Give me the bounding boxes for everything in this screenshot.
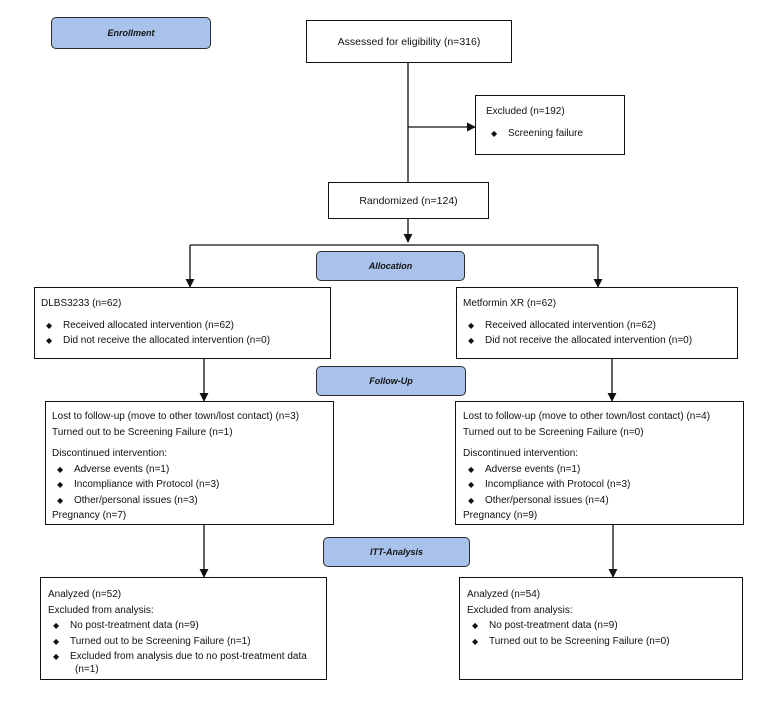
- list-item-text: Turned out to be Screening Failure (n=0): [489, 635, 670, 647]
- arm1-followup-box: Lost to follow-up (move to other town/lo…: [45, 401, 334, 525]
- excluded-box: Excluded (n=192) ◆ Screening failure: [475, 95, 625, 155]
- bullet-icon: ◆: [468, 320, 475, 330]
- bullet-icon: ◆: [46, 336, 53, 345]
- list-item: ◆ Adverse events (n=1): [52, 462, 333, 478]
- bullet-icon: ◆: [468, 495, 475, 505]
- bullet-icon: ◆: [53, 621, 60, 630]
- list-item-text: Incompliance with Protocol (n=3): [485, 479, 631, 490]
- list-item-text: Incompliance with Protocol (n=3): [74, 479, 220, 490]
- arm2-followup-box: Lost to follow-up (move to other town/lo…: [455, 401, 744, 525]
- stage-enrollment-label: Enrollment: [107, 28, 155, 38]
- arm1-followup-lost: Lost to follow-up (move to other town/lo…: [52, 411, 300, 422]
- arm1-analysis-box: Analyzed (n=52) Excluded from analysis: …: [40, 577, 327, 680]
- arm2-allocation-title: Metformin XR (n=62): [463, 298, 557, 309]
- stage-enrollment: Enrollment: [51, 17, 211, 49]
- arm2-followup-screen-fail: Turned out to be Screening Failure (n=0): [463, 426, 644, 438]
- bullet-icon: ◆: [57, 464, 64, 474]
- list-item-text: No post-treatment data (n=9): [70, 620, 199, 631]
- arm1-discontinued-label: Discontinued intervention:: [52, 448, 168, 459]
- randomized-text: Randomized (n=124): [359, 194, 458, 207]
- list-item: ◆ Received allocated intervention (n=62): [41, 318, 330, 334]
- list-item-text: Did not receive the allocated interventi…: [63, 335, 271, 346]
- stage-analysis-label: ITT-Analysis: [369, 547, 423, 557]
- list-item-text: Received allocated intervention (n=62): [485, 319, 656, 331]
- bullet-icon: ◆: [53, 652, 60, 661]
- list-item: ◆ Did not receive the allocated interven…: [41, 333, 330, 349]
- arm2-followup-lost: Lost to follow-up (move to other town/lo…: [463, 411, 711, 422]
- list-item-text: Did not receive the allocated interventi…: [485, 335, 693, 346]
- arm2-pregnancy: Pregnancy (n=9): [463, 510, 538, 521]
- list-item: ◆ Other/personal issues (n=3): [52, 493, 333, 509]
- stage-allocation-label: Allocation: [368, 261, 413, 271]
- arm1-followup-screen-fail: Turned out to be Screening Failure (n=1): [52, 426, 233, 438]
- list-item-text: Other/personal issues (n=4): [485, 494, 609, 506]
- stage-followup: Follow-Up: [316, 366, 466, 396]
- bullet-icon: ◆: [472, 621, 479, 630]
- list-item: ◆ Incompliance with Protocol (n=3): [463, 477, 743, 493]
- stage-followup-label: Follow-Up: [369, 376, 413, 386]
- arm1-allocation-title: DLBS3233 (n=62): [41, 298, 122, 309]
- arm2-analyzed: Analyzed (n=54): [467, 589, 541, 600]
- excluded-title: Excluded (n=192): [486, 106, 565, 117]
- list-item-text: Excluded from analysis due to no post-tr…: [70, 651, 307, 662]
- list-item: ◆ Did not receive the allocated interven…: [463, 333, 737, 349]
- assessed-text: Assessed for eligibility (n=316): [337, 35, 481, 48]
- list-item-text: Adverse events (n=1): [485, 463, 581, 475]
- list-item: ◆ Excluded from analysis due to no post-…: [48, 649, 326, 665]
- bullet-icon: ◆: [468, 464, 475, 474]
- list-item: ◆ Turned out to be Screening Failure (n=…: [48, 634, 326, 650]
- arm2-discontinued-label: Discontinued intervention:: [463, 448, 579, 459]
- stage-analysis: ITT-Analysis: [323, 537, 470, 567]
- stage-allocation: Allocation: [316, 251, 465, 281]
- list-item: ◆ Turned out to be Screening Failure (n=…: [467, 634, 742, 650]
- arm2-analysis-box: Analyzed (n=54) Excluded from analysis: …: [459, 577, 743, 680]
- arm1-pregnancy: Pregnancy (n=7): [52, 510, 127, 521]
- assessed-box: Assessed for eligibility (n=316): [306, 20, 512, 63]
- list-item: ◆ No post-treatment data (n=9): [467, 618, 742, 634]
- list-item-text: (n=1): [75, 663, 99, 675]
- bullet-icon: ◆: [491, 128, 498, 138]
- bullet-icon: ◆: [53, 636, 60, 646]
- randomized-box: Randomized (n=124): [328, 182, 489, 219]
- arm1-excluded-label: Excluded from analysis:: [48, 604, 154, 616]
- arm2-allocation-box: Metformin XR (n=62) ◆ Received allocated…: [456, 287, 738, 359]
- list-item-text: Other/personal issues (n=3): [74, 494, 198, 506]
- list-item: ◆ Incompliance with Protocol (n=3): [52, 477, 333, 493]
- bullet-icon: ◆: [472, 636, 479, 646]
- arm1-allocation-box: DLBS3233 (n=62) ◆ Received allocated int…: [34, 287, 331, 359]
- list-item-text: Turned out to be Screening Failure (n=1): [70, 635, 251, 647]
- list-item-text: Received allocated intervention (n=62): [63, 319, 234, 331]
- bullet-icon: ◆: [46, 320, 53, 330]
- list-item: ◆ Adverse events (n=1): [463, 462, 743, 478]
- arm1-analyzed: Analyzed (n=52): [48, 589, 122, 600]
- list-item-text: No post-treatment data (n=9): [489, 620, 618, 631]
- list-item: ◆ Received allocated intervention (n=62): [463, 318, 737, 334]
- excluded-reason: ◆ Screening failure: [486, 126, 624, 142]
- bullet-icon: ◆: [468, 336, 475, 345]
- bullet-icon: ◆: [57, 480, 64, 489]
- bullet-icon: ◆: [57, 495, 64, 505]
- list-item-continuation: (n=1): [48, 663, 326, 675]
- excluded-reason-text: Screening failure: [508, 127, 584, 139]
- list-item: ◆ No post-treatment data (n=9): [48, 618, 326, 634]
- list-item-text: Adverse events (n=1): [74, 463, 170, 475]
- arm2-excluded-label: Excluded from analysis:: [467, 604, 573, 616]
- bullet-icon: ◆: [468, 480, 475, 489]
- list-item: ◆ Other/personal issues (n=4): [463, 493, 743, 509]
